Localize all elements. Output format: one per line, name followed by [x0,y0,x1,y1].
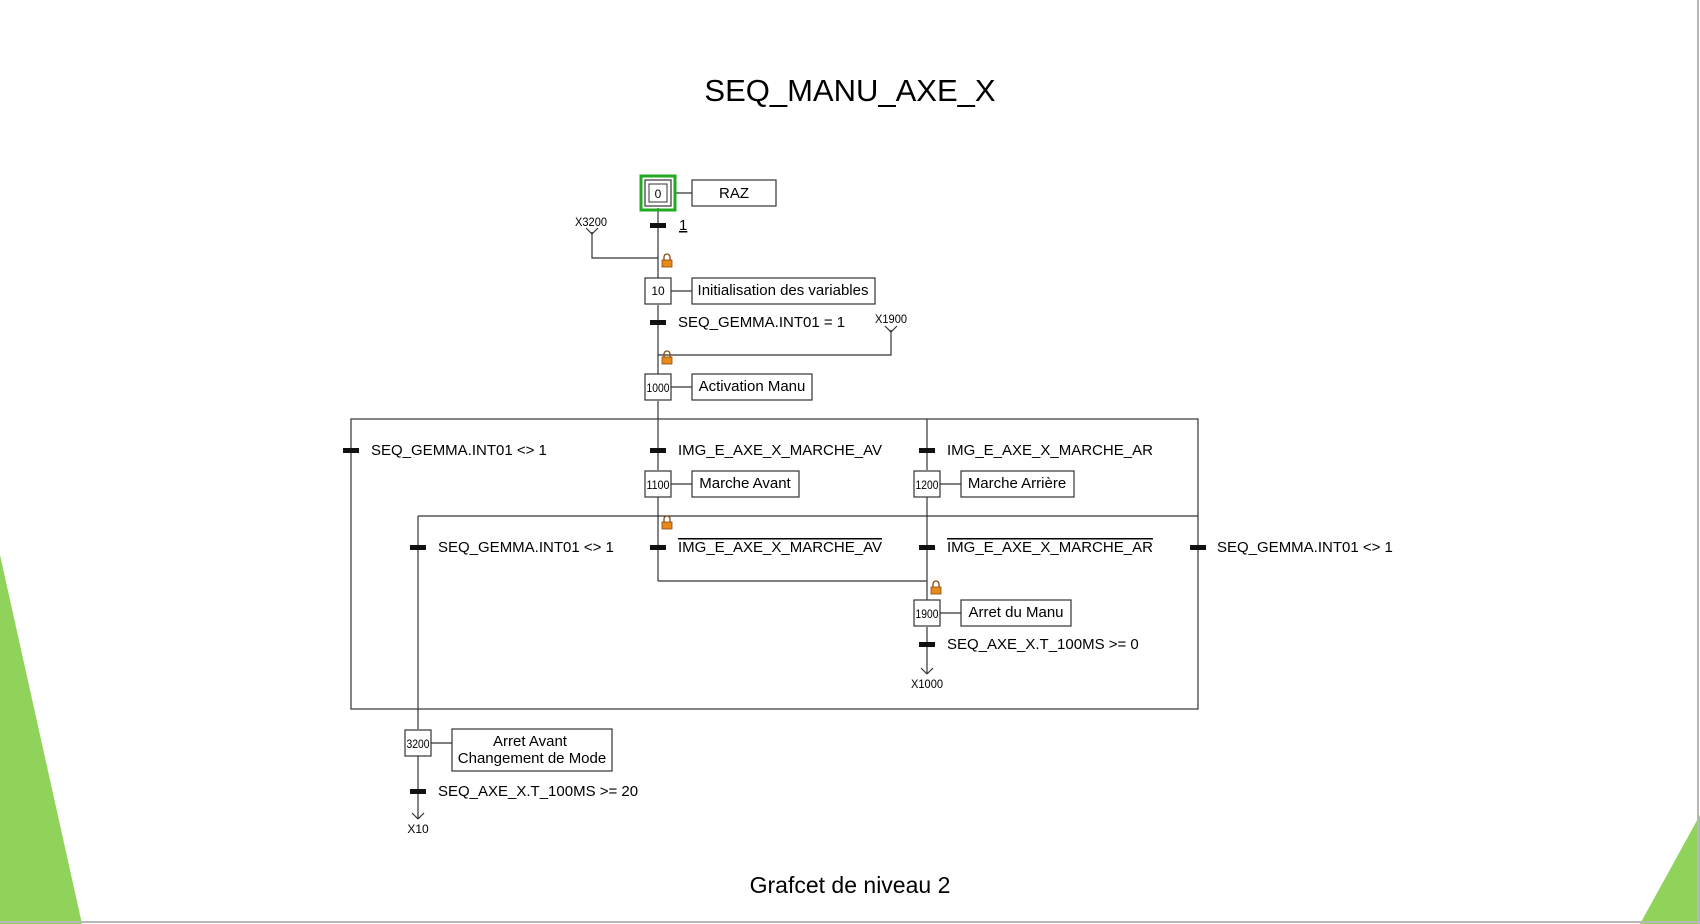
step-number: 1900 [916,607,939,621]
transition-bar-ar [919,448,935,453]
step-box [644,277,672,305]
step-0[interactable]: 0 [639,174,677,212]
step-number: 1200 [916,478,939,492]
action-label: RAZ [719,185,749,202]
transition-bar-av [650,448,666,453]
transition-bar-1900 [919,642,935,647]
transition-bar-av-not [650,545,666,550]
locks [661,253,942,595]
link-x1900 [658,330,892,356]
lock-icon [661,350,673,365]
action-box [691,277,876,305]
action-box [691,470,800,498]
transition-bar-3200 [410,789,426,794]
transition-label-ar: IMG_E_AXE_X_MARCHE_AR [947,442,1153,459]
step-box [913,470,941,498]
action-box [691,373,813,401]
transition-label-10: SEQ_GEMMA.INT01 = 1 [678,314,845,331]
transition-label-av-not: IMG_E_AXE_X_MARCHE_AV [678,539,882,556]
page-footer: Grafcet de niveau 2 [749,872,951,898]
arrow-x3200-a [585,227,593,235]
transition-label-1900: SEQ_AXE_X.T_100MS >= 0 [947,636,1139,653]
step-number: 3200 [407,737,430,751]
action-10[interactable]: Initialisation des variables [691,277,876,305]
action-0[interactable]: RAZ [691,179,777,207]
step-number: 1000 [647,381,670,395]
arrow-x1900-a [884,325,892,333]
step-1200[interactable]: 1200 [913,470,941,498]
receptivities: 1 SEQ_GEMMA.INT01 = 1 SEQ_GEMMA.INT01 <>… [371,217,1393,800]
transition-bar-gemma-right [1190,545,1206,550]
transition-label-ar-not: IMG_E_AXE_X_MARCHE_AR [947,539,1153,556]
transition-label-3200: SEQ_AXE_X.T_100MS >= 20 [438,783,638,800]
arrow-x3200-b [591,227,599,235]
step-number: 1100 [647,478,670,492]
action-3200[interactable]: Arret Avant Changement de Mode [451,728,613,772]
transition-bar-10 [650,320,666,325]
action-label: Arret du Manu [968,604,1063,621]
action-1900[interactable]: Arret du Manu [960,599,1072,627]
reference-x1000: X1000 [911,677,943,691]
step-number: 0 [655,187,662,201]
transition-bar-gemma-inner [410,545,426,550]
transitions [343,223,1206,794]
step-number: 10 [651,284,665,298]
arrow-x1000-b [926,667,934,675]
action-label: Initialisation des variables [698,282,869,299]
reference-x10: X10 [407,822,429,836]
references: X3200 X1900 X1000 X10 [407,215,943,836]
action-label: Marche Avant [699,475,791,492]
step-3200[interactable]: 3200 [404,729,432,757]
step-10[interactable]: 10 [644,277,672,305]
page-title: SEQ_MANU_AXE_X [704,73,996,108]
transition-label-gemma-left: SEQ_GEMMA.INT01 <> 1 [371,442,547,459]
green-triangle-left [0,555,82,924]
step-box [644,470,672,498]
step-box [404,729,432,757]
initial-step-highlight [639,174,677,212]
action-label-line2: Changement de Mode [458,750,606,767]
step-1100[interactable]: 1100 [644,470,672,498]
reference-x3200: X3200 [575,215,607,229]
action-1000[interactable]: Activation Manu [691,373,813,401]
lock-icon [661,253,673,268]
transition-label-gemma-right: SEQ_GEMMA.INT01 <> 1 [1217,539,1393,556]
step-1000[interactable]: 1000 [644,373,672,401]
outer-divergence [350,418,1199,710]
transition-bar-ar-not [919,545,935,550]
transition-label-av: IMG_E_AXE_X_MARCHE_AV [678,442,882,459]
arrow-x1000-a [920,667,928,675]
transition-label-gemma-inner: SEQ_GEMMA.INT01 <> 1 [438,539,614,556]
action-label: Activation Manu [699,378,806,395]
action-label: Marche Arrière [968,475,1066,492]
lock-icon [661,515,673,530]
links [350,192,1199,820]
transition-label-1: 1 [679,217,687,234]
step-box [644,373,672,401]
lock-icon [930,580,942,595]
action-1100[interactable]: Marche Avant [691,470,800,498]
action-1200[interactable]: Marche Arrière [960,470,1075,498]
action-box [691,179,777,207]
green-triangle-right [1640,815,1700,924]
arrow-x10-a [411,812,419,820]
action-box [451,728,613,772]
arrow-x1900-b [890,325,898,333]
step-box [913,599,941,627]
link-x3200 [591,232,658,259]
arrow-x10-b [417,812,425,820]
step-box-inner [648,183,668,203]
transition-bar-gemma-left [343,448,359,453]
reference-x1900: X1900 [875,312,907,326]
action-label-line1: Arret Avant [493,733,568,750]
action-box [960,599,1072,627]
action-box [960,470,1075,498]
transition-bar-1 [650,223,666,228]
step-1900[interactable]: 1900 [913,599,941,627]
